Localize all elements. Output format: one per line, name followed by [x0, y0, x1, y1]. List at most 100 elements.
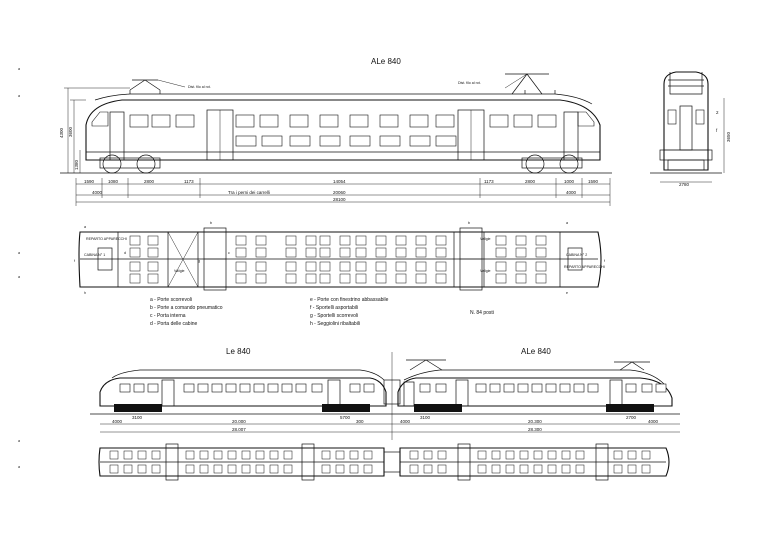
plan-seat — [319, 273, 331, 284]
trainset-plan-seat — [561, 464, 571, 474]
legend-a: a - Porte scorrevoli — [150, 297, 192, 303]
plan-seat — [147, 235, 159, 246]
trainset-window — [475, 383, 487, 393]
plan-seat — [535, 273, 547, 284]
svg-text:a: a — [18, 439, 20, 443]
plan-seat — [395, 247, 407, 258]
trainset-plan-seat — [491, 464, 501, 474]
svg-text:Tra i perni dei carrelli: Tra i perni dei carrelli — [228, 190, 270, 195]
trainset-plan-seat — [255, 464, 265, 474]
plan-seat — [375, 247, 387, 258]
trainset-plan-seat — [137, 464, 147, 474]
trainset-plan-seat — [137, 450, 147, 460]
plan-seat — [495, 261, 507, 272]
trainset-plan-seat — [321, 464, 331, 474]
side-window — [513, 114, 533, 128]
side-lower-window — [235, 135, 257, 147]
side-lower-window — [435, 135, 457, 147]
side-lower-window — [379, 135, 401, 147]
svg-text:2800: 2800 — [525, 179, 536, 184]
trainset-window — [253, 383, 265, 393]
trainset-plan-seat — [363, 450, 373, 460]
trainset-plan-seat — [109, 450, 119, 460]
plan-seat — [235, 235, 247, 246]
trainset-plan-seat — [283, 464, 293, 474]
plan-seat — [129, 261, 141, 272]
svg-text:1000: 1000 — [564, 179, 575, 184]
legend-h: h - Seggiolini ribaltabili — [310, 321, 360, 327]
legend: a - Porte scorrevoli b - Porte a comando… — [150, 297, 494, 327]
trainset-window — [183, 383, 195, 393]
trainset-window — [311, 383, 323, 393]
plan-seat — [339, 247, 351, 258]
trainset-plan-seat — [269, 450, 279, 460]
trainset-plan-seat — [477, 450, 487, 460]
plan-seat — [305, 247, 317, 258]
legend-seats: N. 84 posti — [470, 310, 494, 316]
trainset-plan-seat — [437, 464, 447, 474]
svg-text:REPARTO APPARECCHI: REPARTO APPARECCHI — [86, 237, 127, 241]
side-window — [151, 114, 171, 128]
svg-text:d: d — [124, 251, 126, 255]
plan-seat — [305, 273, 317, 284]
svg-text:Dist. filo al rot.: Dist. filo al rot. — [458, 81, 481, 85]
trainset-plan-seat — [109, 464, 119, 474]
trainset-plan-seat — [151, 464, 161, 474]
trainset-plan-seat — [283, 450, 293, 460]
plan-seat — [129, 247, 141, 258]
trainset-plan-seat — [227, 450, 237, 460]
trainset-plan-seat — [547, 450, 557, 460]
svg-text:a: a — [18, 465, 20, 469]
trainset-plan-seat — [519, 450, 529, 460]
plan-seat — [285, 235, 297, 246]
svg-text:4000: 4000 — [112, 419, 123, 424]
trainset-plan-seat — [349, 464, 359, 474]
svg-text:f: f — [604, 259, 605, 263]
svg-text:a: a — [84, 225, 86, 229]
side-lower-window — [289, 135, 311, 147]
trainset-window — [587, 383, 599, 393]
trainset-plan-seat — [533, 464, 543, 474]
plan-view: CABINA N° 1 CABINA N° 2 Valigie Valigie … — [74, 221, 605, 295]
side-lower-window — [409, 135, 431, 147]
plan-seat — [129, 235, 141, 246]
trainset-window — [573, 383, 585, 393]
trainset-plan-seat — [613, 450, 623, 460]
legend-g: g - Sportelli scorrevoli — [310, 313, 358, 319]
svg-text:28.007: 28.007 — [232, 427, 246, 432]
trainset-window — [211, 383, 223, 393]
trainset-windows — [119, 383, 667, 393]
side-lower-window — [261, 135, 283, 147]
legend-d: d - Porta delle cabine — [150, 321, 197, 327]
svg-text:28.300: 28.300 — [528, 427, 542, 432]
trainset-plan-seat — [641, 450, 651, 460]
side-lower-window — [319, 135, 341, 147]
trainset-window — [295, 383, 307, 393]
trainset-plan-seat — [213, 464, 223, 474]
svg-text:a: a — [18, 94, 20, 98]
plan-seat — [375, 261, 387, 272]
plan-seat — [415, 235, 427, 246]
trainset-plan-seat — [199, 450, 209, 460]
plan-seat — [255, 261, 267, 272]
side-window — [235, 114, 255, 128]
trainset-plan-seat — [423, 450, 433, 460]
trainset-plan-seat — [491, 450, 501, 460]
svg-text:1380: 1380 — [74, 159, 79, 170]
trainset-window — [147, 383, 159, 393]
svg-text:1590: 1590 — [84, 179, 95, 184]
trainset-window — [133, 383, 145, 393]
trainset-window — [655, 383, 667, 393]
svg-text:20.300: 20.300 — [528, 419, 542, 424]
trainset-plan-seat — [519, 464, 529, 474]
trainset-plan-seat — [575, 464, 585, 474]
trainset-plan-seat — [505, 450, 515, 460]
svg-text:4000: 4000 — [400, 419, 411, 424]
svg-text:1590: 1590 — [588, 179, 599, 184]
trainset-plan-seat — [185, 450, 195, 460]
plan-seat — [515, 247, 527, 258]
legend-b: b - Porte a comando pneumatico — [150, 305, 223, 311]
plan-seat — [235, 273, 247, 284]
side-windows — [129, 114, 557, 128]
plan-seat — [535, 261, 547, 272]
